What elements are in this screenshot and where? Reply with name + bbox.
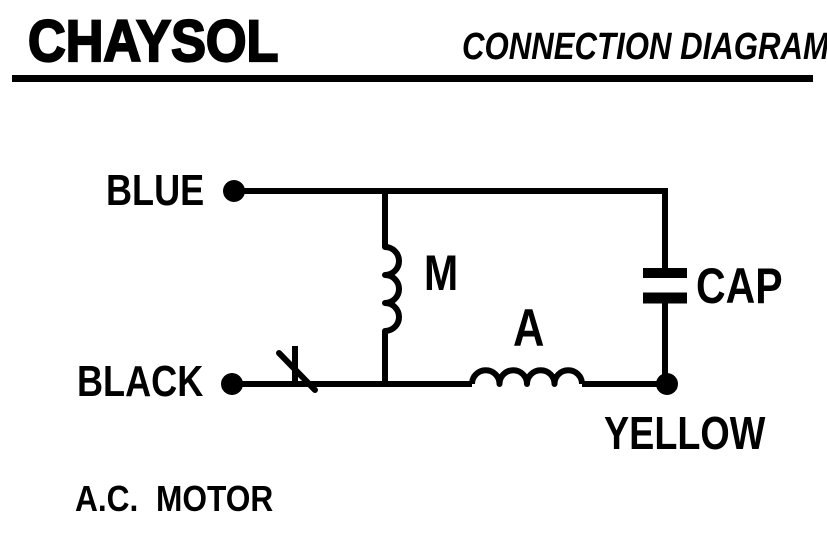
brand-logo-text: CHAYSOL bbox=[27, 9, 279, 74]
header-divider bbox=[12, 75, 813, 82]
yellow-wire-label: YELLOW bbox=[604, 407, 766, 459]
blue-wire-label: BLUE bbox=[106, 166, 205, 215]
page-title: CONNECTION DIAGRAM bbox=[462, 26, 827, 68]
blue-wire-and-cap-branch bbox=[240, 188, 668, 268]
aux-winding-coil bbox=[469, 367, 585, 387]
yellow-junction-dot bbox=[656, 373, 678, 395]
switch-blade bbox=[276, 350, 318, 393]
aux-winding-label: A bbox=[513, 299, 545, 358]
blue-terminal-dot bbox=[223, 180, 245, 202]
black-terminal-dot bbox=[221, 373, 243, 395]
black-wire-label: BLACK bbox=[77, 357, 204, 406]
footer-caption: A.C. MOTOR bbox=[75, 478, 274, 519]
main-winding-label: M bbox=[424, 245, 459, 301]
capacitor-label: CAP bbox=[696, 258, 783, 314]
main-winding-coil bbox=[382, 191, 402, 384]
